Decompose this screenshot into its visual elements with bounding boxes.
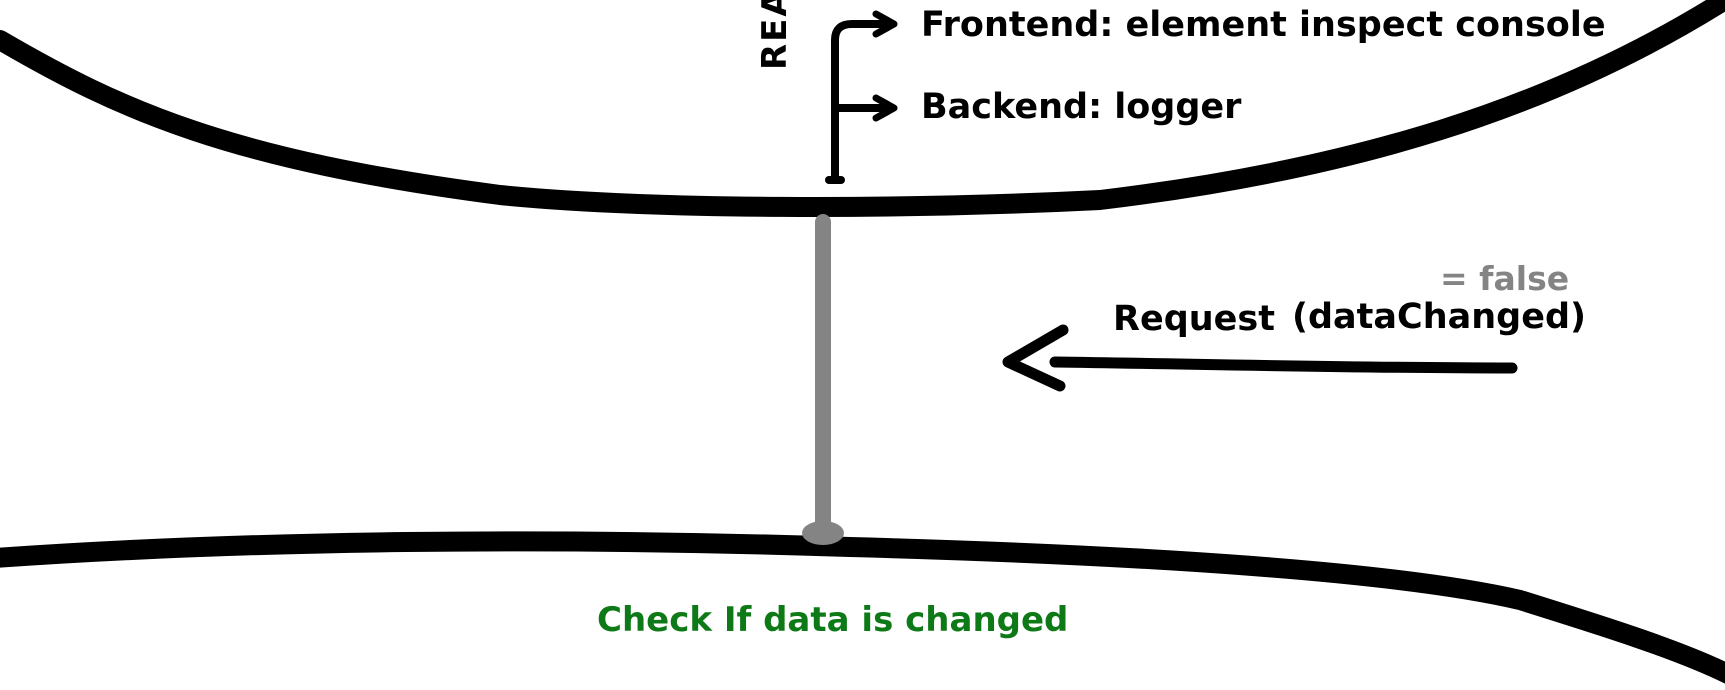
backend-label: Backend: logger — [921, 87, 1242, 127]
gray-pole-base — [802, 521, 844, 545]
read-bracket — [831, 20, 892, 182]
check-label: Check If data is changed — [597, 600, 1069, 640]
request-label: Request — [1113, 299, 1275, 339]
request-arrow-shaft — [1049, 356, 1518, 374]
request-param-label: (dataChanged) — [1292, 297, 1586, 337]
upper-curve — [0, 0, 1725, 217]
request-arrowhead — [1002, 324, 1069, 392]
read-label: READ — [755, 0, 795, 70]
arrowhead-backend — [872, 94, 898, 122]
lower-curve — [0, 531, 1725, 684]
frontend-label: Frontend: element inspect console — [921, 5, 1606, 45]
false-value-label: = false — [1440, 259, 1570, 298]
arrowhead-frontend — [872, 10, 898, 38]
